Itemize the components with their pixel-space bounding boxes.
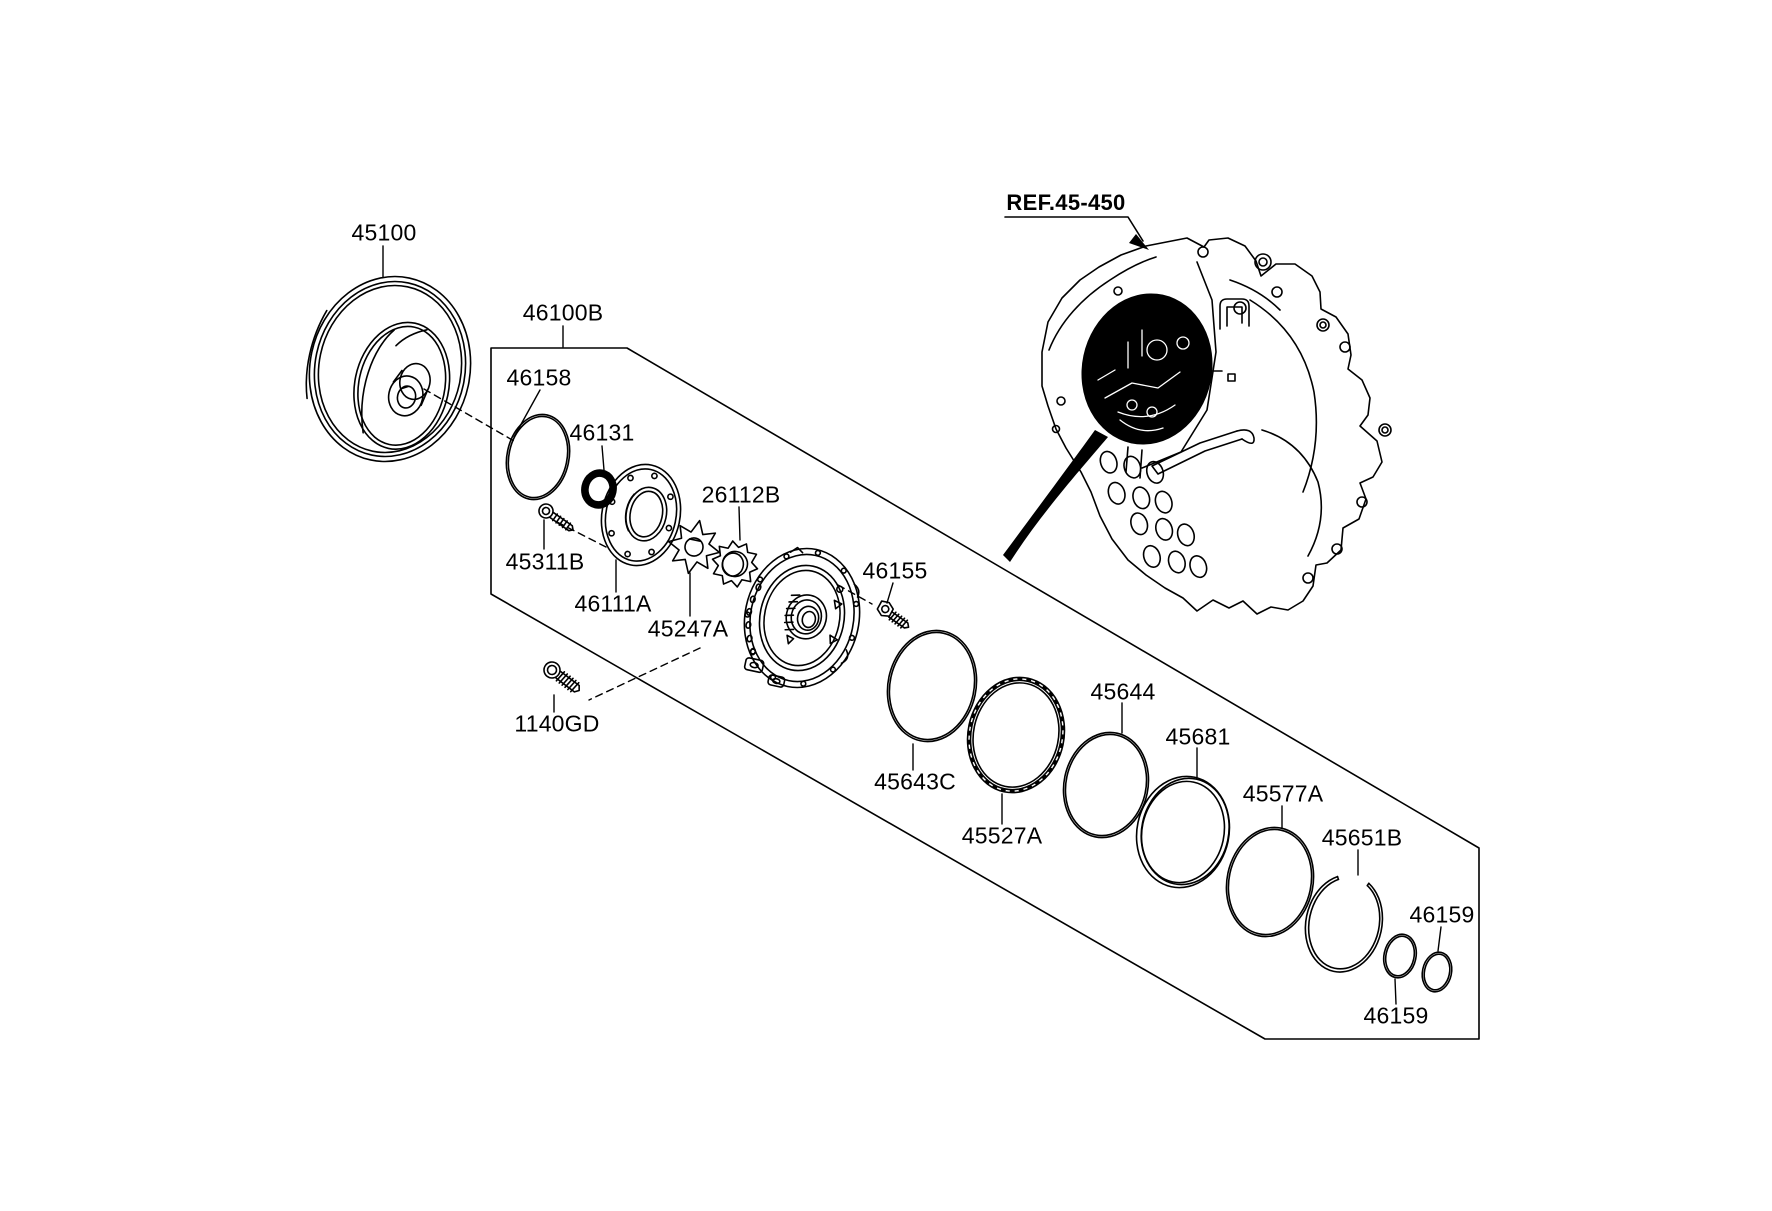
callout-45247A[interactable]: 45247A (647, 615, 729, 642)
callout-45644[interactable]: 45644 (1090, 678, 1156, 705)
callout-45100[interactable]: 45100 (351, 219, 417, 246)
callout-45577A[interactable]: 45577A (1242, 780, 1324, 807)
ref-callout-arrow (1004, 216, 1149, 250)
callout-45651B[interactable]: 45651B (1321, 824, 1403, 851)
callout-46131[interactable]: 46131 (569, 419, 635, 446)
bolt-46155-drawing (876, 600, 910, 629)
callout-45643C[interactable]: 45643C (874, 768, 956, 795)
exploded-view-boundary-box (490, 347, 1480, 1040)
assembly-dashed-lines (423, 388, 873, 701)
callout-46111A[interactable]: 46111A (574, 590, 652, 617)
callout-26112B[interactable]: 26112B (701, 481, 781, 508)
oil-pump-housing-drawing (743, 546, 861, 689)
bolt-45311B-drawing (538, 503, 574, 532)
callout-1140GD[interactable]: 1140GD (514, 710, 600, 737)
oil-pump-cover-46111A-drawing (600, 463, 682, 567)
callout-45527A[interactable]: 45527A (961, 822, 1043, 849)
inner-rotor-45247A-drawing (667, 519, 721, 575)
callout-46159-lower[interactable]: 46159 (1363, 1002, 1429, 1029)
oring-46159-right-drawing (1421, 951, 1453, 993)
ring-45681-drawing (1135, 775, 1231, 889)
callout-leader-lines (382, 245, 1442, 1005)
oring-45577A-drawing (1225, 826, 1315, 938)
snap-ring-45651B-drawing (1304, 875, 1384, 973)
torque-converter-drawing (305, 275, 472, 463)
oring-45644-drawing (1062, 731, 1150, 839)
callout-45311B[interactable]: 45311B (505, 548, 585, 575)
outer-gear-26112B-drawing (711, 540, 759, 588)
ring-45527A-drawing (966, 676, 1066, 794)
oring-46159-left-drawing (1382, 933, 1418, 979)
callout-45681[interactable]: 45681 (1165, 723, 1231, 750)
oring-46158-drawing (505, 413, 571, 501)
callout-46100B[interactable]: 46100B (522, 299, 604, 326)
callout-ref-45-450[interactable]: REF.45-450 (1006, 190, 1126, 215)
transaxle-case-drawing (1003, 237, 1392, 615)
callout-46158[interactable]: 46158 (506, 364, 572, 391)
callout-46159-upper[interactable]: 46159 (1409, 901, 1475, 928)
callout-46155[interactable]: 46155 (862, 557, 928, 584)
bolt-1140GD-drawing (543, 661, 580, 693)
oring-45643C-drawing (886, 629, 978, 743)
